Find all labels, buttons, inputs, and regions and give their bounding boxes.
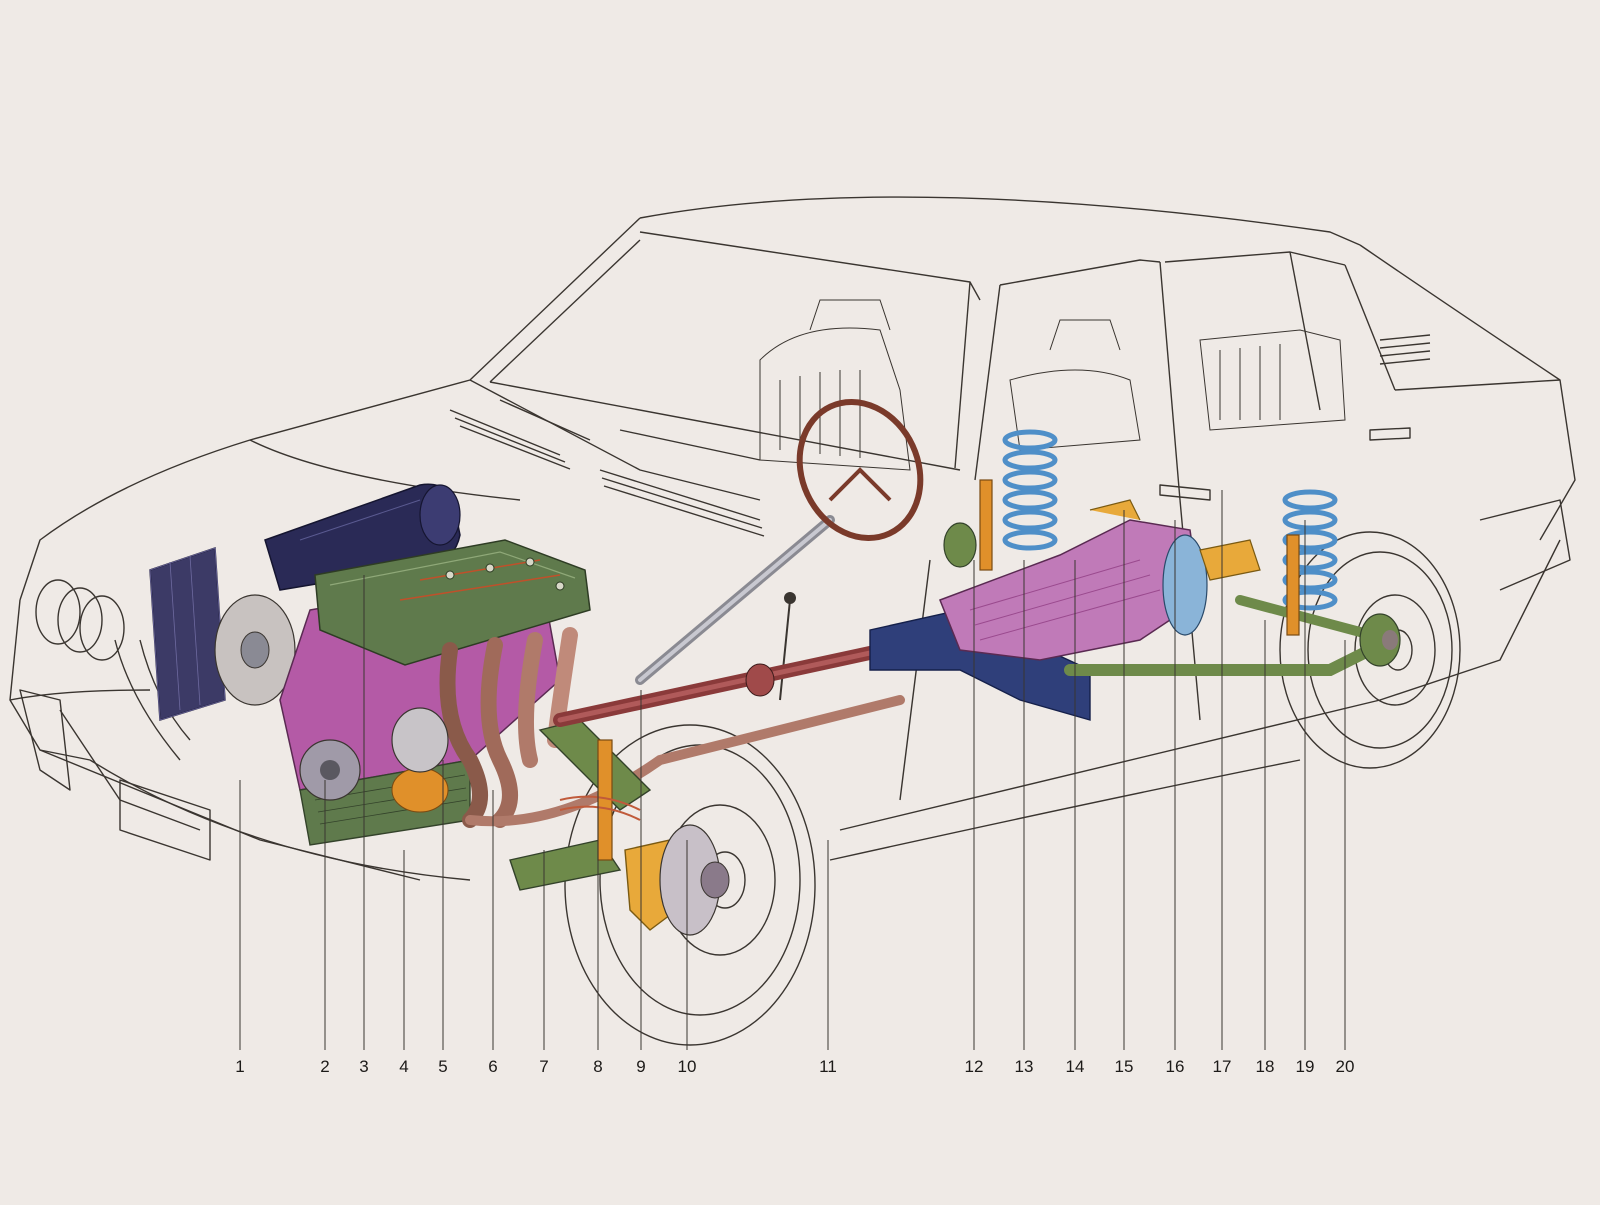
callout-label-9: 9 <box>636 1057 645 1076</box>
callout-label-4: 4 <box>399 1057 408 1076</box>
callout-label-15: 15 <box>1115 1057 1134 1076</box>
callout-label-8: 8 <box>593 1057 602 1076</box>
callout-label-14: 14 <box>1066 1057 1085 1076</box>
callout-label-12: 12 <box>965 1057 984 1076</box>
callout-label-7: 7 <box>539 1057 548 1076</box>
alternator <box>299 707 449 801</box>
cooling-fan <box>214 594 296 706</box>
callout-label-10: 10 <box>678 1057 697 1076</box>
callout-label-11: 11 <box>819 1057 837 1076</box>
rear-shock-absorbers <box>979 479 1300 636</box>
callout-label-1: 1 <box>235 1057 244 1076</box>
callout-label-17: 17 <box>1213 1057 1232 1076</box>
callout-label-20: 20 <box>1336 1057 1355 1076</box>
driveshaft <box>553 633 937 727</box>
headlights <box>35 579 125 661</box>
transaxle <box>939 499 1201 661</box>
rear-coil-spring-left <box>1002 429 1058 551</box>
callout-label-5: 5 <box>438 1057 447 1076</box>
callout-label-6: 6 <box>488 1057 497 1076</box>
callout-label-16: 16 <box>1166 1057 1185 1076</box>
radiator <box>149 546 226 721</box>
callout-label-2: 2 <box>320 1057 329 1076</box>
gear-lever <box>779 592 796 701</box>
rear-hub <box>1359 613 1401 667</box>
callout-label-18: 18 <box>1256 1057 1275 1076</box>
callout-label-13: 13 <box>1015 1057 1034 1076</box>
steering-column <box>635 398 924 685</box>
rear-left-hub <box>943 522 977 568</box>
rear-inboard-brake <box>1162 534 1261 636</box>
rear-coil-spring-right <box>1282 489 1338 611</box>
car-body-outline <box>9 196 1576 881</box>
front-suspension <box>509 719 652 891</box>
cylinder-head <box>314 539 591 666</box>
front-brake-disc <box>659 824 730 936</box>
callout-label-19: 19 <box>1296 1057 1315 1076</box>
callout-label-3: 3 <box>359 1057 368 1076</box>
